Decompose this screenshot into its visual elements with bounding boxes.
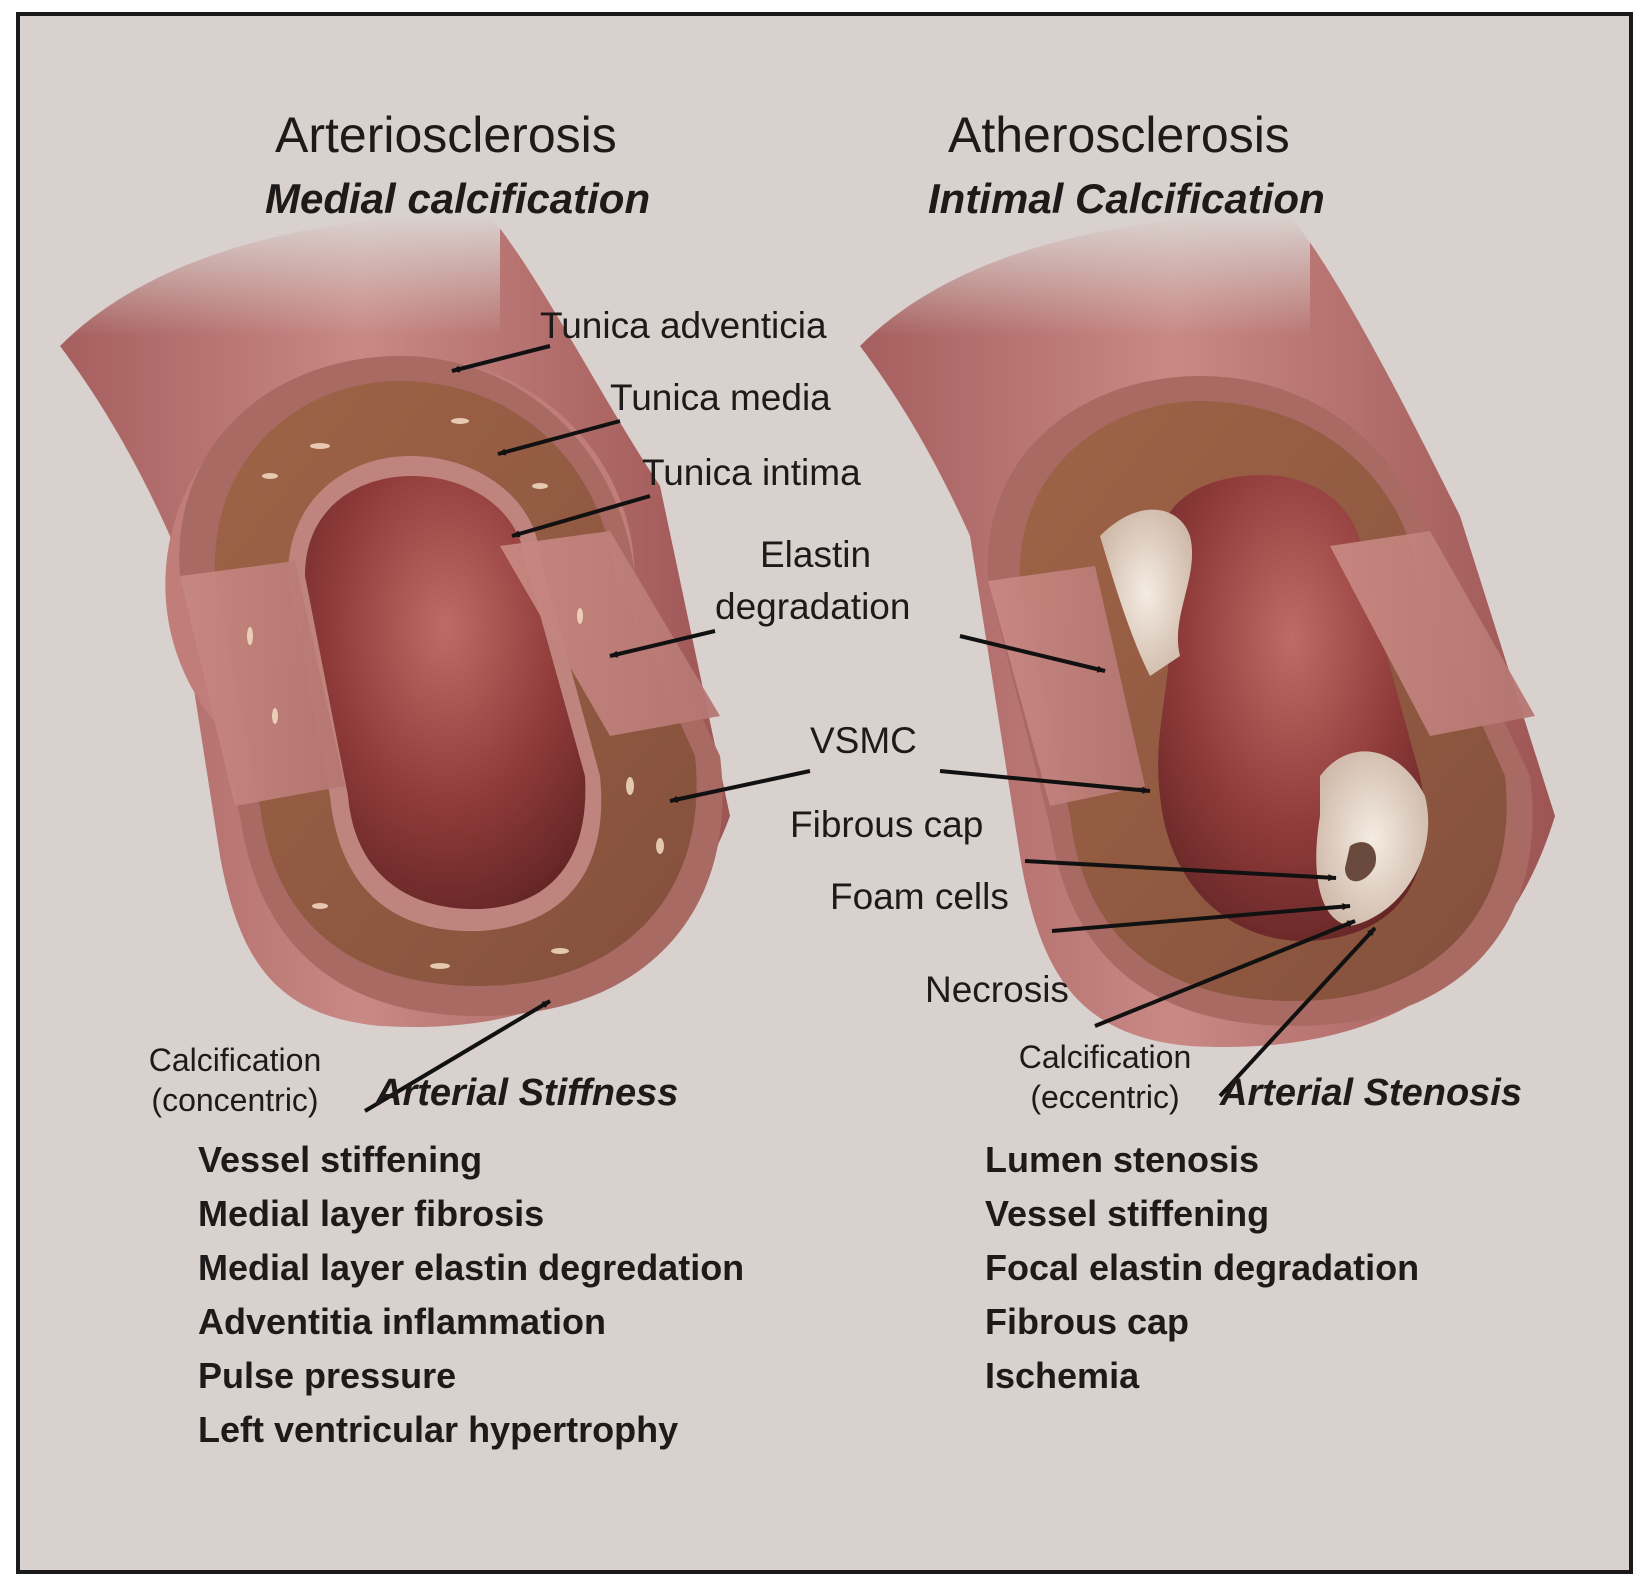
left-feature-item: Adventitia inflammation bbox=[198, 1301, 607, 1342]
left-title: Arteriosclerosis bbox=[275, 107, 617, 163]
left-feature-item: Medial layer fibrosis bbox=[198, 1193, 545, 1234]
left-feature-item: Vessel stiffening bbox=[198, 1139, 483, 1180]
label-vsmc: VSMC bbox=[810, 720, 917, 761]
left-feature-item: Left ventricular hypertrophy bbox=[198, 1409, 679, 1450]
right-outcome: Arterial Stenosis bbox=[1220, 1072, 1522, 1114]
left-arrows bbox=[363, 344, 811, 1113]
arteriosclerosis-vessel bbox=[50, 216, 730, 1028]
vessel-illustration bbox=[50, 216, 1555, 1113]
figure-panel: Arteriosclerosis Medial calcification At… bbox=[16, 12, 1633, 1574]
left-calcification-line1: Calcification bbox=[148, 1042, 322, 1078]
label-elastin-line2: degradation bbox=[715, 586, 911, 627]
atherosclerosis-vessel bbox=[850, 216, 1555, 1048]
right-calcification-line1: Calcification bbox=[1018, 1039, 1192, 1075]
right-subtitle: Intimal Calcification bbox=[928, 175, 1325, 222]
right-feature-item: Fibrous cap bbox=[985, 1301, 1190, 1342]
right-feature-list: Lumen stenosis Vessel stiffening Focal e… bbox=[985, 1133, 1419, 1403]
left-feature-item: Pulse pressure bbox=[198, 1355, 457, 1396]
right-feature-item: Lumen stenosis bbox=[985, 1139, 1260, 1180]
left-outcome: Arterial Stiffness bbox=[375, 1072, 679, 1114]
right-feature-item: Focal elastin degradation bbox=[985, 1247, 1420, 1288]
right-arrows bbox=[939, 634, 1377, 1098]
label-tunica-intima: Tunica intima bbox=[642, 452, 861, 493]
label-elastin-line1: Elastin bbox=[760, 534, 872, 575]
label-necrosis: Necrosis bbox=[925, 969, 1069, 1010]
label-fibrous-cap: Fibrous cap bbox=[790, 804, 984, 845]
left-subtitle: Medial calcification bbox=[265, 175, 651, 222]
label-tunica-adventicia: Tunica adventicia bbox=[540, 305, 827, 346]
right-feature-item: Vessel stiffening bbox=[985, 1193, 1270, 1234]
label-foam-cells: Foam cells bbox=[830, 876, 1009, 917]
left-feature-list: Vessel stiffening Medial layer fibrosis … bbox=[198, 1133, 744, 1457]
left-feature-item: Medial layer elastin degredation bbox=[198, 1247, 745, 1288]
right-title: Atherosclerosis bbox=[948, 107, 1290, 163]
label-tunica-media: Tunica media bbox=[610, 377, 831, 418]
left-calcification-line2: (concentric) bbox=[151, 1082, 319, 1118]
right-feature-item: Ischemia bbox=[985, 1355, 1140, 1396]
right-calcification-line2: (eccentric) bbox=[1030, 1079, 1180, 1115]
